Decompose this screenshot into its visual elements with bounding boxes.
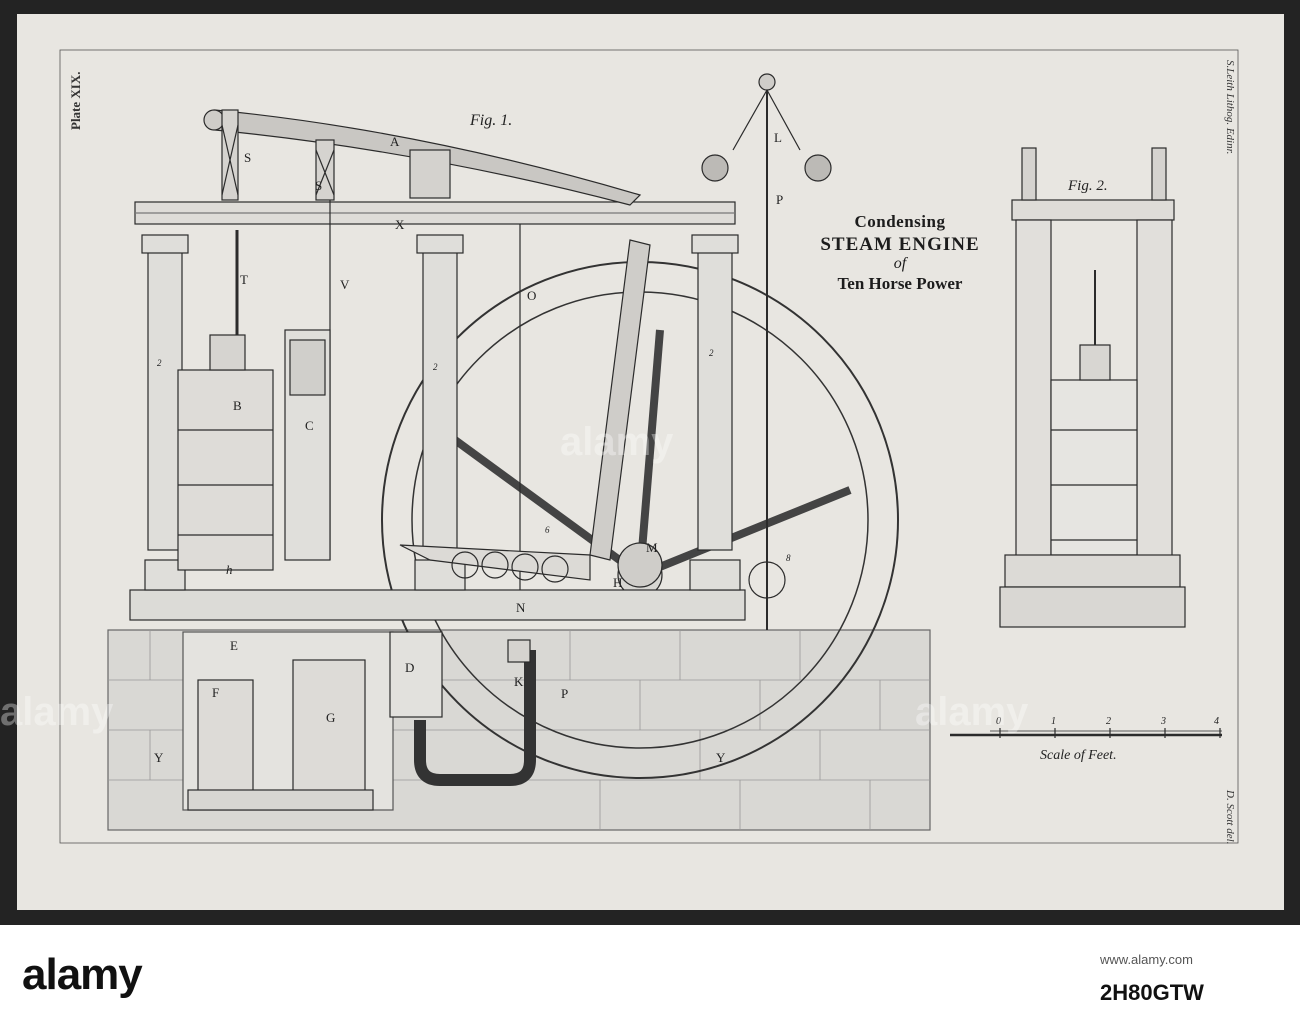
figure-2-elevation bbox=[999, 147, 1186, 628]
plate-border bbox=[59, 49, 1239, 844]
numeral-2-left: 2 bbox=[157, 358, 162, 368]
label-p-low: P bbox=[561, 686, 569, 701]
label-beam: A bbox=[390, 134, 400, 149]
label-air-pump: F bbox=[212, 685, 220, 700]
label-condenser: G bbox=[326, 710, 336, 725]
numeral-2-right: 2 bbox=[709, 348, 714, 358]
columns bbox=[141, 234, 741, 591]
label-s-left: S bbox=[244, 150, 252, 165]
governor-ball-right bbox=[804, 154, 832, 182]
scale-tick-4: 4 bbox=[1214, 716, 1219, 727]
plate-number: Plate XIX. bbox=[68, 71, 83, 131]
label-k: K bbox=[514, 674, 524, 689]
label-y-right: Y bbox=[716, 750, 726, 765]
plate-title: Condensing STEAM ENGINE of Ten Horse Pow… bbox=[800, 212, 1000, 294]
scale-tick-1: 1 bbox=[1051, 716, 1056, 727]
footer-meta: www.alamy.com bbox=[1100, 952, 1193, 967]
stock-footer bbox=[0, 925, 1300, 1015]
label-h-lower: h bbox=[226, 562, 233, 577]
label-entablature: X bbox=[395, 217, 405, 232]
numeral-2-middle: 2 bbox=[433, 362, 438, 372]
label-piston-rod: T bbox=[240, 272, 248, 287]
label-p-top: P bbox=[776, 192, 784, 207]
title-line-1: Condensing bbox=[854, 212, 946, 231]
label-base-plate: N bbox=[516, 600, 526, 615]
numeral-8: 8 bbox=[786, 553, 791, 563]
draughtsman-credit: D. Scott del. bbox=[1224, 790, 1236, 845]
fig1-caption: Fig. 1. bbox=[470, 112, 513, 129]
title-line-2: STEAM ENGINE bbox=[820, 234, 980, 255]
beam-centre-bearing bbox=[409, 149, 451, 199]
watermark-right: alamy bbox=[915, 690, 1029, 734]
watermark-centre: alamy bbox=[560, 420, 674, 464]
fig2-caption: Fig. 2. bbox=[1068, 178, 1108, 194]
crank bbox=[617, 542, 663, 588]
footer-logo: alamy bbox=[22, 950, 143, 999]
air-pump bbox=[197, 679, 254, 793]
connecting-rod bbox=[589, 239, 651, 561]
feed-pipe bbox=[414, 650, 536, 786]
scale-tick-0: 0 bbox=[996, 716, 1001, 727]
image-id: 2H80GTW bbox=[1100, 980, 1204, 1005]
condenser bbox=[292, 659, 366, 793]
engine-drawing bbox=[59, 49, 1239, 844]
hot-well bbox=[389, 631, 443, 718]
governor-pulley bbox=[748, 561, 786, 599]
label-rod-v: V bbox=[340, 277, 350, 292]
watermark-left: alamy bbox=[0, 690, 114, 734]
title-line-4: Ten Horse Power bbox=[837, 274, 963, 293]
scale-tick-2: 2 bbox=[1106, 716, 1111, 727]
label-e: E bbox=[230, 638, 238, 653]
steam-cylinder bbox=[177, 369, 274, 571]
title-line-3: of bbox=[893, 255, 907, 272]
label-governor: L bbox=[774, 130, 782, 145]
label-cylinder: B bbox=[233, 398, 242, 413]
scale-caption: Scale of Feet. bbox=[1040, 748, 1117, 763]
governor-ball-left bbox=[701, 154, 729, 182]
label-crank-m: M bbox=[646, 540, 658, 555]
label-valve-casing: C bbox=[305, 418, 314, 433]
numeral-6: 6 bbox=[545, 525, 550, 535]
base-plate bbox=[129, 589, 746, 621]
label-y-left: Y bbox=[154, 750, 164, 765]
scale-bar bbox=[950, 728, 1222, 738]
label-rod-o: O bbox=[527, 288, 537, 303]
scale-tick-3: 3 bbox=[1161, 716, 1166, 727]
label-hot-well: D bbox=[405, 660, 415, 675]
lithographer-credit: S.Leith Lithog. Edinr. bbox=[1224, 60, 1236, 155]
label-s-right: S bbox=[315, 178, 323, 193]
label-crank-h: H bbox=[613, 575, 623, 590]
